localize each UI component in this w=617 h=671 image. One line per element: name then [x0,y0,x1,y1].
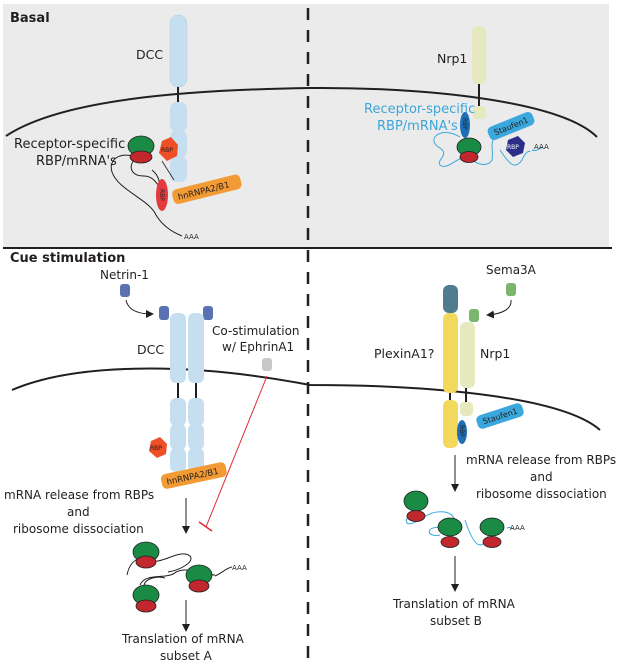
result-label-right-1: Translation of mRNA [392,597,516,611]
costim-label-2: w/ EphrinA1 [222,340,294,354]
cue-membrane [11,367,601,431]
release-label-right-3: ribosome dissociation [476,487,607,501]
ribosome-small-subunit [188,579,210,593]
receptor-specific-label-left: Receptor-specific [14,137,125,152]
polya-label-cue-right: AAA [510,524,525,532]
release-label-right-1: mRNA release from RBPs [466,453,616,467]
rbp-hexagon-cue [149,437,167,458]
ribosome-small-subunit [406,510,426,522]
result-label-left-1: Translation of mRNA [121,632,245,646]
rbp-oval-blue-label: RBP [461,118,468,130]
polya-label-cue-left: AAA [232,564,247,572]
result-label-left-2: subset A [160,649,213,663]
polya-label-basal-right: AAA [534,143,549,151]
sema3a-label: Sema3A [486,263,537,277]
inhibition-line [205,375,268,528]
dcc-dimer-cue [170,313,204,472]
rbp-oval-blue-cue [457,420,467,444]
nrp1-label-cue: Nrp1 [480,346,510,361]
netrin-ligand [120,284,130,297]
sema3a-ligand [506,283,516,296]
release-label-left-1: mRNA release from RBPs [4,488,154,502]
release-label-left-2: and [67,505,90,519]
rbp-mrna-label-right: RBP/mRNA's [377,119,458,134]
rbp-mrna-label-left: RBP/mRNA's [36,154,117,169]
ribosome-small-subunit [135,555,157,569]
nrp1-receptor-cue [460,322,475,416]
ribosome-small-subunit [135,599,157,613]
rbp-hex-label: RBP [161,147,173,154]
result-label-right-2: subset B [430,614,482,628]
sema3a-bound [469,309,479,322]
ribosome-large-subunit [403,490,429,512]
mrna-strand-basal-right [433,132,544,167]
ribosome-large-subunit [437,517,463,537]
sema3a-binding-arrow [486,299,512,319]
ribosome-small-subunit [482,536,502,548]
ribosome-small-subunit [440,536,460,548]
dcc-label-cue: DCC [137,342,164,357]
nrp1-receptor-basal [472,26,486,119]
dcc-label-basal: DCC [136,47,163,62]
netrin-bound-1 [159,306,169,320]
inhibition-bar [198,521,213,532]
plexina1-receptor [443,285,458,448]
plexina1-label: PlexinA1? [374,346,434,361]
release-label-right-2: and [530,470,553,484]
rbp-oval-blue-cue-label: RBP [458,425,465,437]
rbp-oval-blue [460,112,470,138]
nrp1-label-basal: Nrp1 [437,51,467,66]
rbp-oval-label: RBP [158,189,165,201]
rbp-hex-navy-label: RBP [507,144,519,151]
tether-line [161,160,175,181]
netrin-bound-2 [203,306,213,320]
cue-title: Cue stimulation [10,251,125,266]
ribosome-small-subunit [129,150,153,164]
costim-label-1: Co-stimulation [212,324,300,338]
rbp-oval [156,179,168,211]
ribosome-small-subunit [459,151,479,163]
rbp-hex-cue-label: RBP [150,445,162,452]
cue-panel: Cue stimulation Netrin-1 DCC Co-stimulat… [4,251,616,663]
rbp-hexagon-navy [506,136,525,157]
basal-panel: Basal DCC Receptor-specific RBP/mRNA's R… [3,4,612,249]
receptor-specific-label-right: Receptor-specific [364,102,475,117]
netrin-label: Netrin-1 [100,268,149,282]
rbp-hexagon [159,137,178,161]
release-label-left-3: ribosome dissociation [13,522,144,536]
ephrina1-ligand [262,358,272,371]
netrin-binding-arrow [125,299,154,318]
basal-title: Basal [10,11,50,26]
polya-label-basal-left: AAA [184,233,199,241]
staufen-box-cue: Staufen1 [476,403,524,429]
mrna-strand-cue-left [126,553,233,591]
ribosome-large-subunit [479,517,505,537]
basal-membrane [5,86,598,138]
